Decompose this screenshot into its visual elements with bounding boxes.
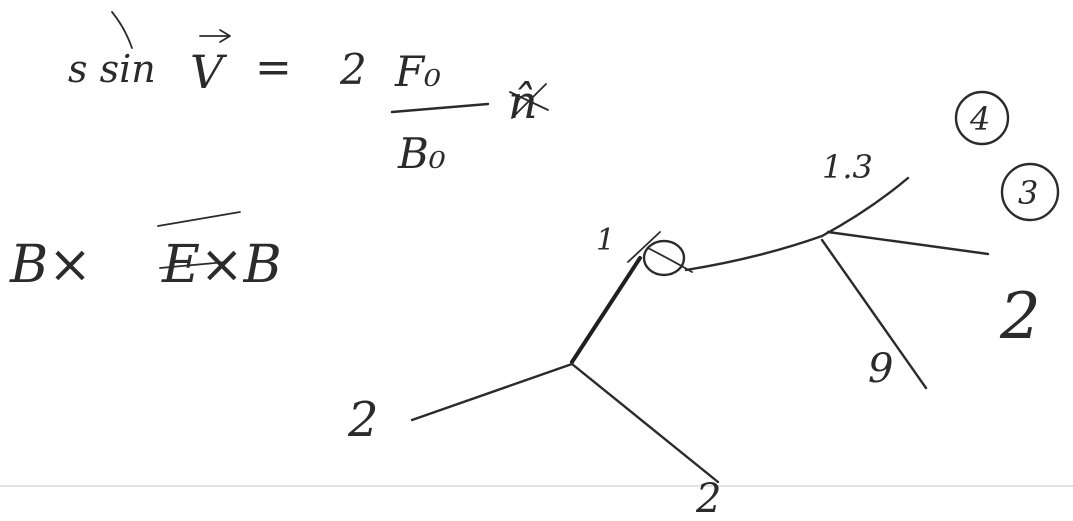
- equation-lhs-vector: V: [190, 45, 228, 99]
- branch-lower-right: [820, 238, 928, 390]
- branch-lower-left: [410, 362, 574, 422]
- cross-product-first: B×: [9, 235, 92, 295]
- branch-upper-right: [820, 176, 910, 238]
- tree-label-root: 1: [596, 223, 615, 258]
- branch-root-to-node: [684, 234, 824, 272]
- cross-product-second: E×B: [161, 235, 282, 295]
- equation-equals: =: [255, 42, 292, 93]
- equation: s sin V = 2 F₀ B₀ n̂: [68, 11, 549, 178]
- equation-prefix: s sin: [68, 47, 156, 91]
- circled-mark-top-label: 4: [969, 100, 990, 138]
- right-edge-mark: 2: [999, 280, 1041, 354]
- scribble-mark: [509, 83, 549, 119]
- equation-numerator: F₀: [394, 47, 441, 96]
- circled-mark-middle: [1000, 162, 1060, 222]
- equation-coefficient: 2: [339, 45, 367, 94]
- strike-mark: [111, 11, 133, 49]
- equation-denominator: B₀: [397, 129, 446, 178]
- tree-diagram: [410, 176, 990, 484]
- overwrite-mark: [157, 211, 241, 269]
- side-marks: 4 3 2: [954, 90, 1060, 354]
- branch-right: [826, 230, 990, 256]
- tree-label-upper-right: 1.3: [822, 148, 873, 186]
- fraction-bar: [390, 102, 490, 114]
- cross-product: B× E×B: [9, 211, 282, 295]
- vector-arrow-icon: [199, 29, 231, 43]
- tree-trunk: [570, 256, 642, 364]
- tree-label-bottom: 2: [695, 476, 721, 521]
- branch-lower-down: [570, 362, 720, 484]
- tree-label-lower-right: 9: [868, 346, 893, 392]
- tree-label-left: 2: [347, 392, 379, 448]
- root-node-scribble: [627, 231, 693, 273]
- root-node-circle: [642, 239, 686, 277]
- circled-mark-top: [954, 90, 1010, 146]
- circled-mark-middle-label: 3: [1018, 174, 1038, 212]
